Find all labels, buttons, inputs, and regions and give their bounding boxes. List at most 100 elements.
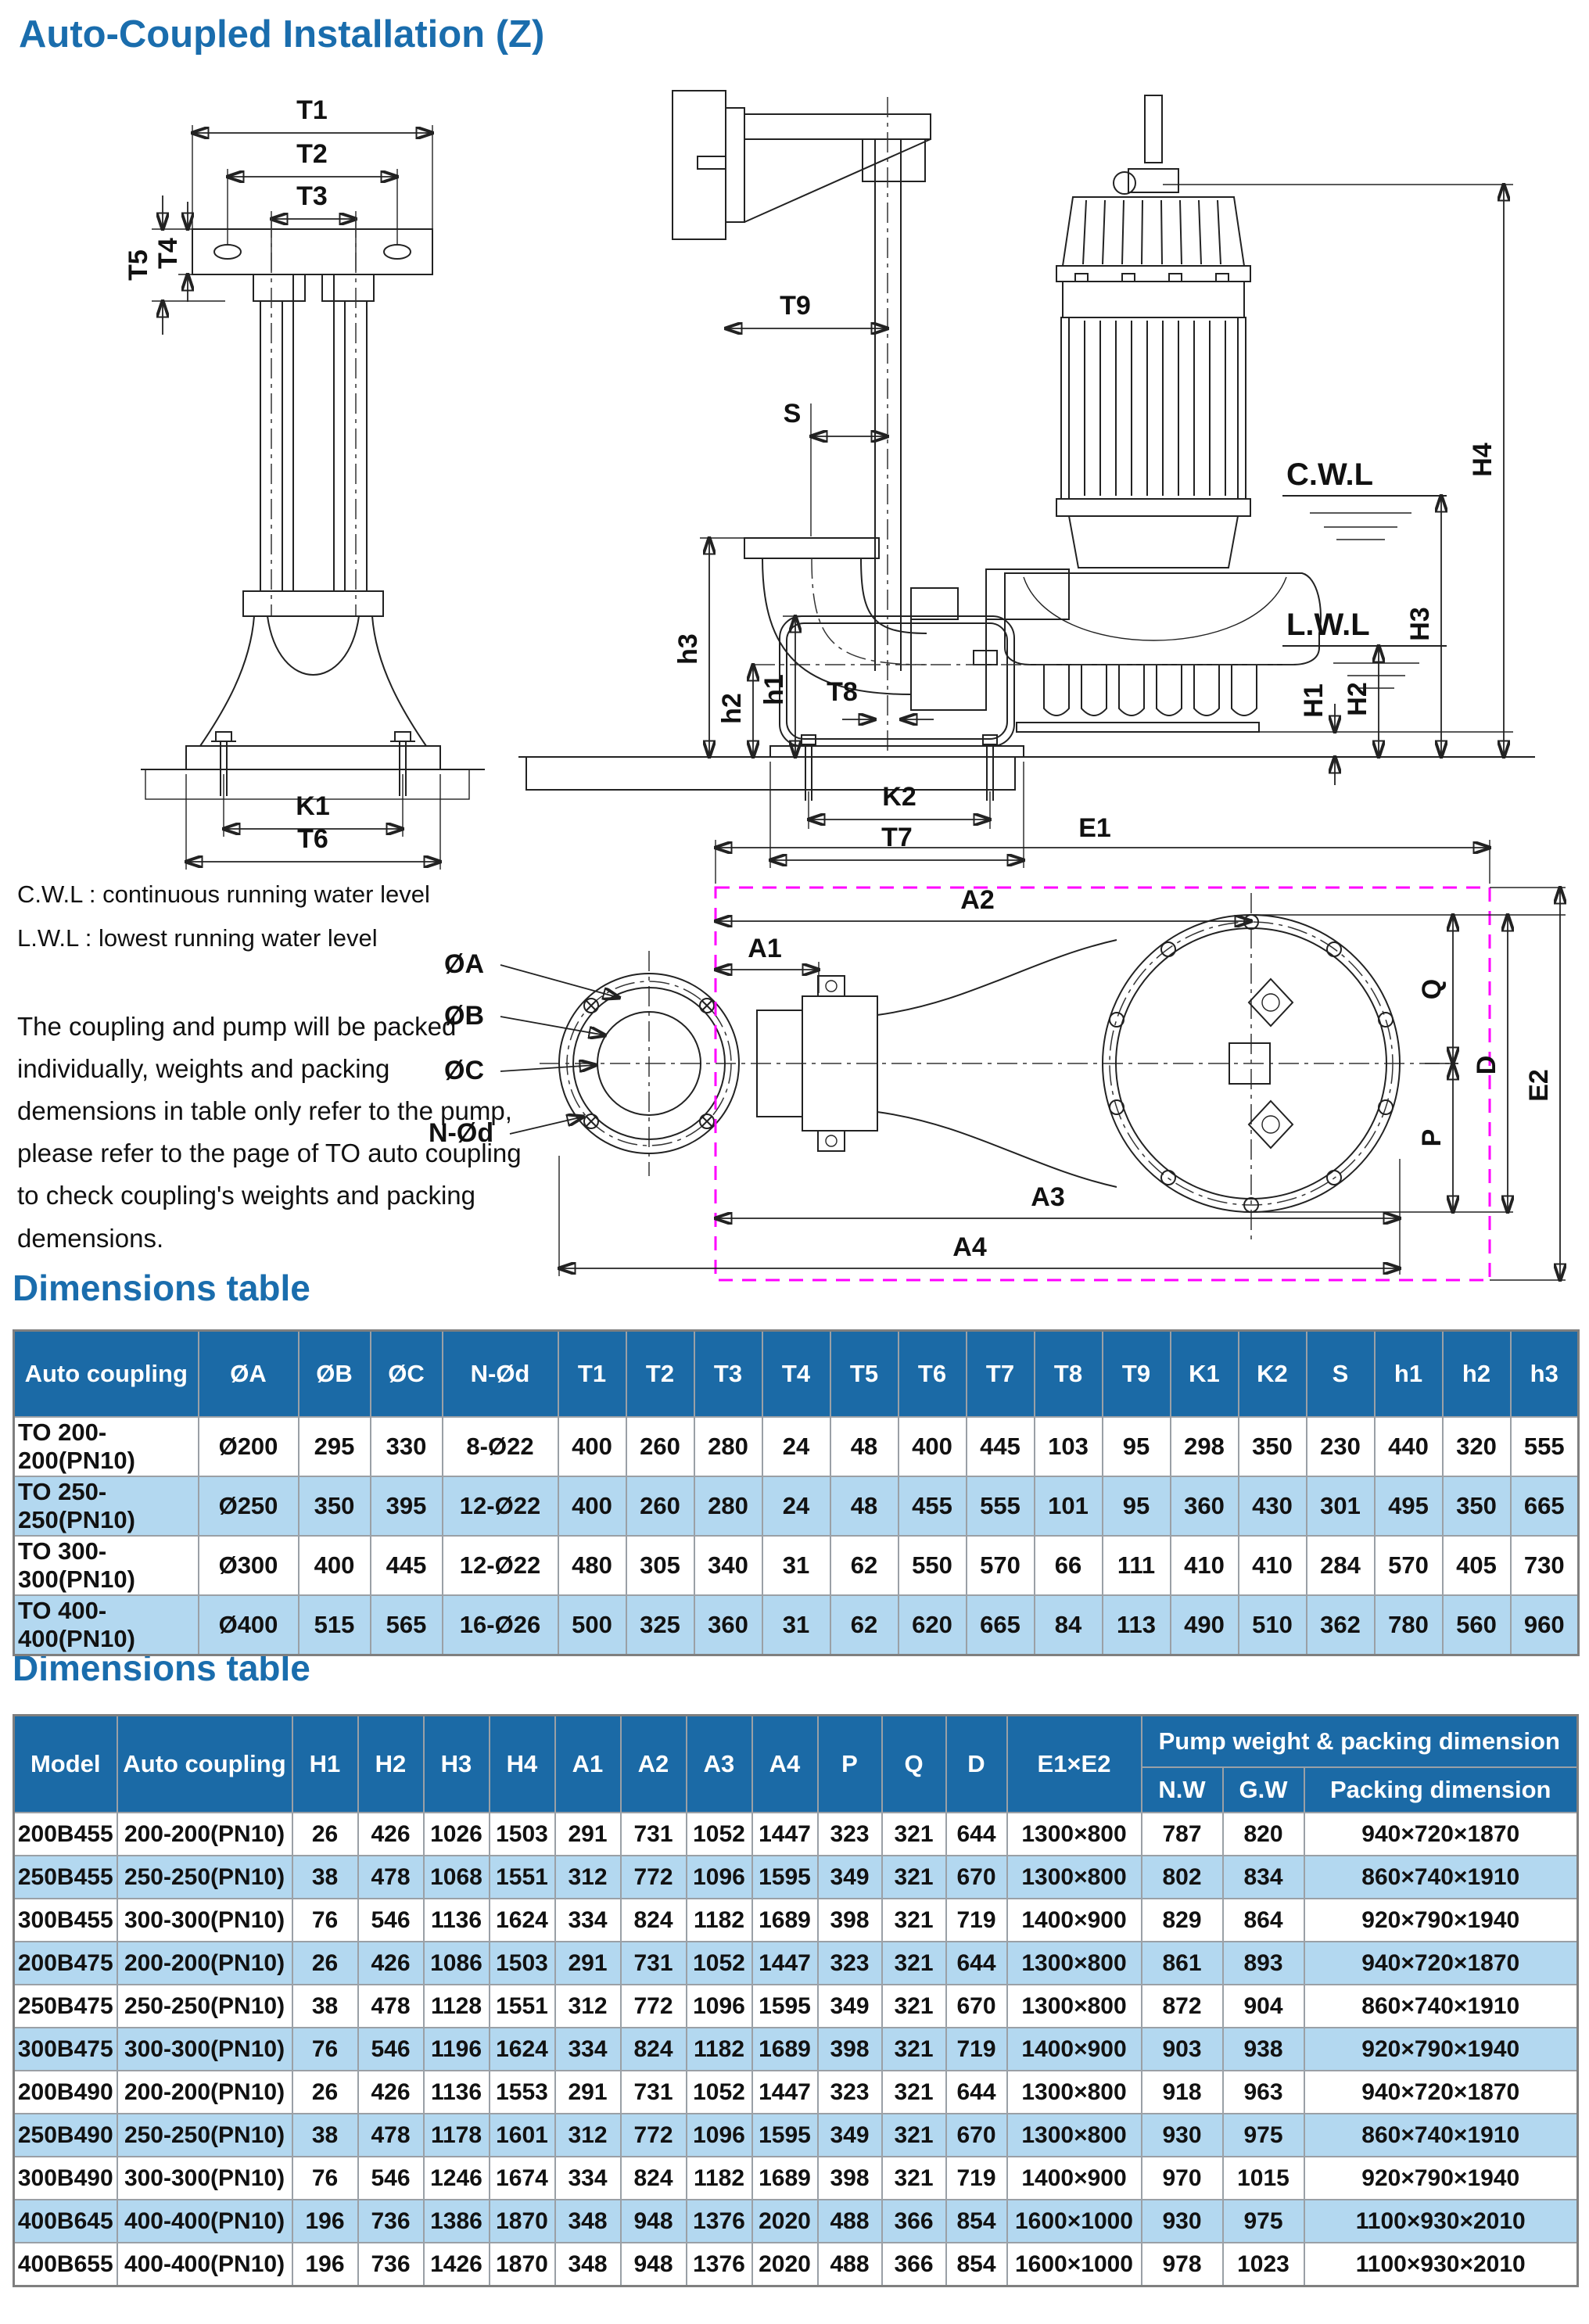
t1-cell: 405 [1441,1535,1512,1596]
t2-cell: 1300×800 [1006,2070,1142,2114]
t2-cell: 1595 [751,1984,819,2028]
t1-cell: 301 [1305,1476,1376,1537]
t2-cell: 478 [357,2113,425,2157]
t2-cell: 291 [554,1941,622,1985]
t2-cell: 940×720×1870 [1303,1812,1579,1856]
t2-cell: 1689 [751,2156,819,2200]
t2-cell: 948 [619,2199,687,2243]
t1-cell: 305 [625,1535,695,1596]
page-title: Auto-Coupled Installation (Z) [19,13,545,56]
t2-cell: 1624 [488,1898,556,1942]
t2-sub-column-header: N.W [1140,1766,1224,1813]
t2-cell: 1600×1000 [1006,2199,1142,2243]
t2-cell: 426 [357,1941,425,1985]
t2-column-header: H3 [422,1714,490,1813]
t2-cell: 76 [291,2027,359,2071]
t1-cell: 101 [1033,1476,1103,1537]
t1-column-header: h2 [1441,1329,1512,1418]
t2-column-header: D [945,1714,1008,1813]
t2-cell: 334 [554,1898,622,1942]
t2-cell: 1447 [751,1812,819,1856]
t2-cell: 1376 [685,2199,753,2243]
t2-cell: 1300×800 [1006,1941,1142,1985]
t2-column-header: H4 [488,1714,556,1813]
t1-column-header: K1 [1169,1329,1239,1418]
t2-cell: 323 [816,2070,883,2114]
t1-cell: Ø300 [197,1535,300,1596]
t1-cell: Ø250 [197,1476,300,1537]
t1-cell: 320 [1441,1416,1512,1477]
t1-cell: 260 [625,1476,695,1537]
t2-cell: 920×790×1940 [1303,2156,1579,2200]
t2-cell: 398 [816,2027,883,2071]
t1-cell: 24 [761,1476,831,1537]
t2-cell: 1300×800 [1006,1855,1142,1899]
dim-label-oa: ØA [444,949,484,979]
dim-label-q: Q [1417,979,1447,999]
t2-column-header: A2 [619,1714,687,1813]
t2-cell: 1182 [685,2156,753,2200]
dim-label-p: P [1417,1129,1447,1147]
t1-cell: 560 [1441,1594,1512,1656]
t1-cell: 284 [1305,1535,1376,1596]
t1-cell: 550 [897,1535,967,1596]
t2-cell: 1400×900 [1006,1898,1142,1942]
t2-cell: 872 [1140,1984,1224,2028]
t2-model-cell: 300B475 [13,2027,118,2071]
t2-column-header: Q [881,1714,947,1813]
t2-cell: 1300×800 [1006,1812,1142,1856]
t1-cell: 350 [1441,1476,1512,1537]
t1-cell: 395 [369,1476,443,1537]
t2-sub-column-header: Packing dimension [1303,1766,1579,1813]
t2-cell: 644 [945,1812,1008,1856]
t2-column-header: Model [13,1714,118,1813]
dim-label-t1: T1 [296,95,328,125]
t1-cell: 298 [1169,1416,1239,1477]
t2-cell: 200-200(PN10) [116,1941,293,1985]
t2-cell: 76 [291,1898,359,1942]
t1-cell: 445 [965,1416,1035,1477]
t2-cell: 940×720×1870 [1303,1941,1579,1985]
t2-cell: 1624 [488,2027,556,2071]
t2-cell: 1086 [422,1941,490,1985]
t2-cell: 1100×930×2010 [1303,2199,1579,2243]
dim-label-k2: K2 [882,782,916,812]
t2-cell: 321 [881,2027,947,2071]
t1-column-header: h3 [1509,1329,1580,1418]
t2-cell: 291 [554,1812,622,1856]
t1-column-header: T7 [965,1329,1035,1418]
t1-cell: 455 [897,1476,967,1537]
t2-cell: 1136 [422,1898,490,1942]
t2-cell: 1689 [751,1898,819,1942]
t1-cell: 665 [965,1594,1035,1656]
t1-cell: 400 [557,1416,627,1477]
t2-cell: 824 [619,1898,687,1942]
t2-cell: 196 [291,2199,359,2243]
t2-cell: 1300×800 [1006,2113,1142,2157]
t1-column-header: S [1305,1329,1376,1418]
t2-cell: 719 [945,2027,1008,2071]
t2-cell: 321 [881,2113,947,2157]
side-view-drawing: T9 S T8 K2 T7 [518,90,1535,868]
t2-cell: 930 [1140,2199,1224,2243]
t2-cell: 1096 [685,1855,753,1899]
t2-cell: 321 [881,1812,947,1856]
t2-cell: 861 [1140,1941,1224,1985]
t1-cell: 230 [1305,1416,1376,1477]
t2-cell: 1052 [685,1941,753,1985]
t1-cell: 350 [297,1476,371,1537]
t2-cell: 26 [291,1941,359,1985]
t1-cell: 12-Ø22 [441,1535,559,1596]
t2-cell: 2020 [751,2199,819,2243]
t2-cell: 963 [1221,2070,1305,2114]
t2-cell: 321 [881,2156,947,2200]
t2-cell: 904 [1221,1984,1305,2028]
t2-column-header: A1 [554,1714,622,1813]
t2-cell: 1182 [685,1898,753,1942]
